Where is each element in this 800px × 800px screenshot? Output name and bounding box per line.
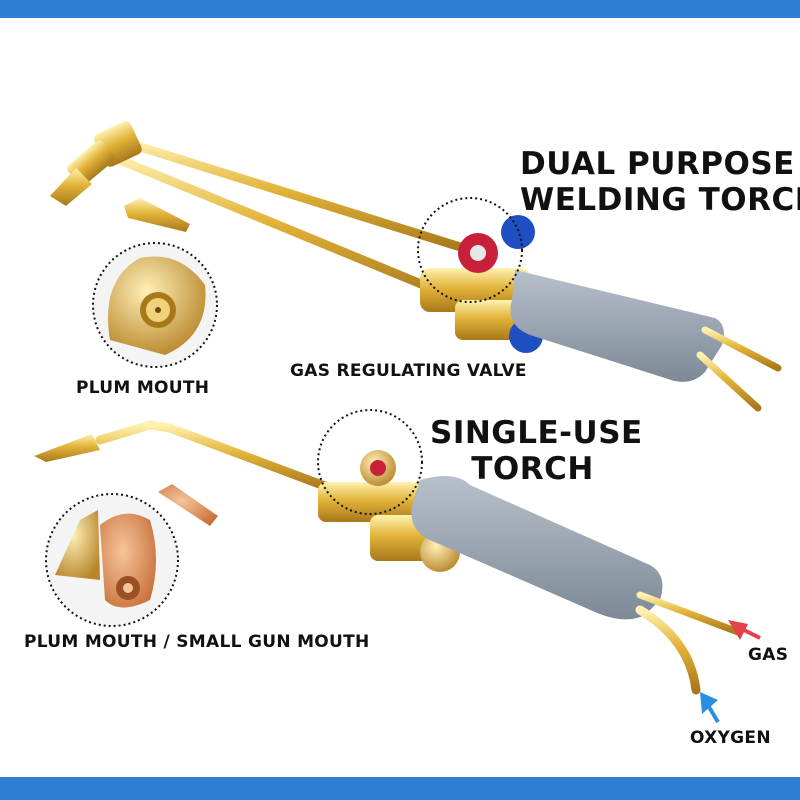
gas-label: GAS [748,645,789,665]
top-border-bar [0,0,800,18]
dual-purpose-torch [50,121,782,412]
dual-purpose-heading-line1: DUAL PURPOSE [520,146,795,182]
single-use-heading: SINGLE-USE TORCH [430,415,643,487]
plum-small-gun-mouth-label: PLUM MOUTH / SMALL GUN MOUTH [24,632,370,652]
single-use-heading-line1: SINGLE-USE [430,415,643,451]
gas-regulating-valve-label: GAS REGULATING VALVE [290,361,527,381]
single-use-heading-line2: TORCH [471,451,594,487]
plum-mouth-label: PLUM MOUTH [76,378,210,398]
oxygen-arrow-icon [700,692,720,724]
dual-purpose-heading-line2: WELDING TORCH [520,182,800,218]
oxygen-label: OXYGEN [690,728,771,748]
gas-arrow-icon [728,620,761,640]
small-gun-mouth-detail [45,493,179,627]
bottom-border-bar [0,777,800,800]
single-use-torch [34,409,742,695]
plum-mouth-detail [92,242,218,368]
dual-purpose-heading: DUAL PURPOSE WELDING TORCH [520,146,800,218]
